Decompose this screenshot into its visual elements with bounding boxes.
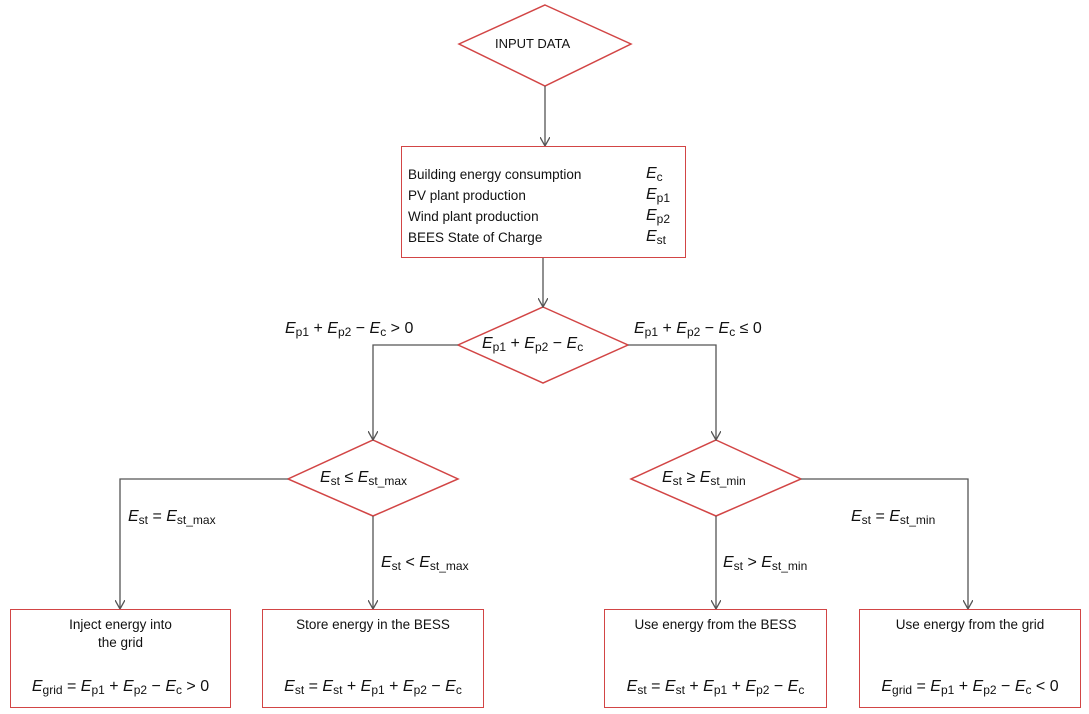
decision-balance-diamond [456, 306, 630, 384]
inject-grid-formula: Egrid = Ep1 + Ep2 − Ec > 0 [31, 678, 210, 697]
arrow-balance-to-max [373, 344, 458, 440]
max-soc-branch-below-label: Est < Est_max [381, 554, 469, 573]
balance-condition-label: Ep1 + Ep2 − Ec [482, 335, 584, 354]
store-bess-box: Store energy in the BESS Est = Est + Ep1… [262, 609, 484, 708]
input-row-soc: BEES State of Charge Est [408, 228, 680, 249]
start-label: INPUT DATA [495, 36, 571, 51]
inject-grid-box: Inject energy into the grid Egrid = Ep1 … [10, 609, 231, 708]
arrow-balance-to-min [628, 344, 716, 440]
inject-grid-title-line2: the grid [97, 635, 144, 650]
use-grid-title: Use energy from the grid [895, 617, 1045, 632]
input-row-wind: Wind plant production Ep2 [408, 207, 680, 228]
input-symbol: Ep2 [646, 207, 671, 226]
max-soc-condition-label: Est ≤ Est_max [320, 469, 408, 488]
input-name: Building energy consumption [408, 167, 582, 182]
input-row-consumption: Building energy consumption Ec [408, 165, 680, 186]
use-bess-box: Use energy from the BESS Est = Est + Ep1… [604, 609, 827, 708]
min-soc-condition-label: Est ≥ Est_min [662, 469, 746, 488]
input-data-box: Building energy consumption Ec PV plant … [401, 146, 686, 258]
store-bess-formula: Est = Est + Ep1 + Ep2 − Ec [284, 678, 462, 697]
arrow-max-to-inject [120, 478, 288, 609]
use-grid-box: Use energy from the grid Egrid = Ep1 + E… [859, 609, 1081, 708]
input-symbol: Ec [646, 165, 663, 184]
input-symbol: Ep1 [646, 186, 671, 205]
inject-grid-title-line1: Inject energy into [69, 617, 172, 632]
input-symbol: Est [646, 228, 667, 247]
min-soc-branch-empty-label: Est = Est_min [851, 508, 936, 527]
input-name: PV plant production [408, 188, 526, 203]
use-grid-formula: Egrid = Ep1 + Ep2 − Ec < 0 [881, 678, 1059, 697]
store-bess-title: Store energy in the BESS [296, 617, 450, 632]
input-name: BEES State of Charge [408, 230, 543, 245]
balance-branch-positive-label: Ep1 + Ep2 − Ec > 0 [285, 320, 414, 339]
arrow-min-to-use-grid [801, 478, 968, 609]
use-bess-formula: Est = Est + Ep1 + Ep2 − Ec [626, 678, 805, 697]
min-soc-branch-above-label: Est > Est_min [723, 554, 808, 573]
input-name: Wind plant production [408, 209, 539, 224]
input-row-pv: PV plant production Ep1 [408, 186, 680, 207]
use-bess-title: Use energy from the BESS [634, 617, 797, 632]
balance-branch-nonpositive-label: Ep1 + Ep2 − Ec ≤ 0 [634, 320, 762, 339]
max-soc-branch-full-label: Est = Est_max [128, 508, 216, 527]
